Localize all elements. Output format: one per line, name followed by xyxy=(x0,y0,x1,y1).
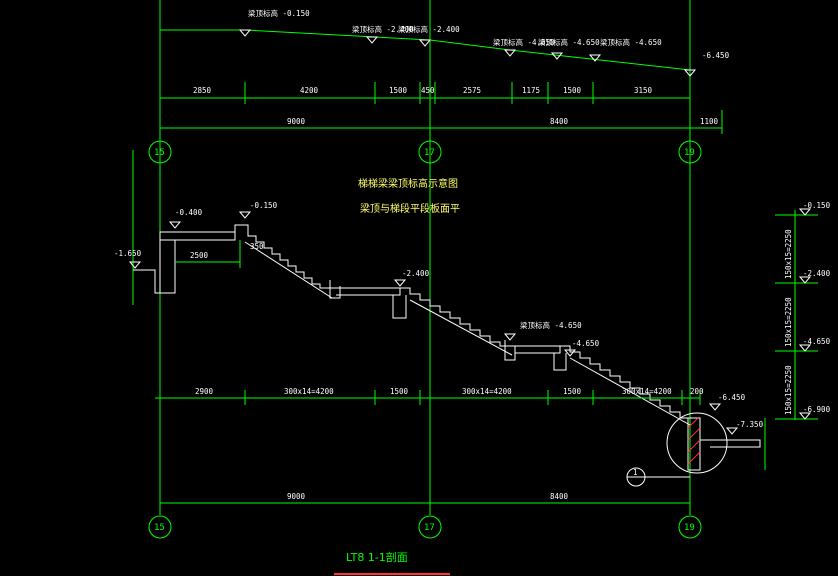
axis-label-bottom-17: 17 xyxy=(424,523,435,533)
bottom-dim-4: 1500 xyxy=(563,387,582,396)
level-end: -6.450 xyxy=(718,393,746,402)
right-dim-0: 150x15=2250 xyxy=(784,229,793,279)
flight-3 xyxy=(560,345,700,419)
top-dim-3: 450 xyxy=(421,86,435,95)
top-level-3: 梁顶标高 -4.650 xyxy=(493,37,555,47)
axis-label-top-17: 17 xyxy=(424,148,435,158)
top-level-4: 梁顶标高 -4.650 xyxy=(538,37,600,47)
mid-beam-2 xyxy=(553,353,567,371)
axis-label-bottom-15: 15 xyxy=(154,523,165,533)
detail-marker-label: 1 xyxy=(633,468,638,477)
bottom-dim-ticks xyxy=(159,390,701,405)
landing-beam xyxy=(159,232,176,294)
top-dim-7: 3150 xyxy=(634,86,653,95)
note-line-2: 梁顶与梯段平段板面平 xyxy=(360,202,460,215)
bottom-dim-6: 200 xyxy=(690,387,704,396)
top-level-markers xyxy=(238,29,697,77)
axis-label-bottom-19: 19 xyxy=(684,523,695,533)
note-line-1: 梯梯梁梁顶标高示意图 xyxy=(358,177,458,190)
mid-landing-2 xyxy=(515,345,561,354)
top-level-5: 梁顶标高 -4.650 xyxy=(600,37,662,47)
section-level-markers xyxy=(128,211,739,435)
bottom-total-0: 9000 xyxy=(287,492,306,501)
top-level-2: 梁顶标高 -2.400 xyxy=(398,24,460,34)
flight-2-support xyxy=(504,340,516,361)
bottom-dim-3: 300x14=4200 xyxy=(462,387,512,396)
end-slab xyxy=(700,439,761,448)
bottom-dim-0: 2900 xyxy=(195,387,214,396)
mid-landing-1 xyxy=(336,287,401,296)
level-landing-left: -0.400 xyxy=(175,208,203,217)
top-level-0: 梁顶标高 -0.150 xyxy=(248,8,310,18)
top-dim-4: 2575 xyxy=(463,86,481,95)
axis-bubble-top-19 xyxy=(678,140,702,164)
bottom-dim-2: 1500 xyxy=(390,387,409,396)
top-level-1: 梁顶标高 -2.400 xyxy=(352,24,414,34)
top-dim-6: 1500 xyxy=(563,86,582,95)
end-wall xyxy=(687,417,701,471)
top-level-6: -6.450 xyxy=(702,51,730,60)
right-dim-2: 150x15=2250 xyxy=(784,365,793,415)
detail-circle xyxy=(666,412,728,474)
bottom-total-1: 8400 xyxy=(550,492,569,501)
level-mid-1: -2.400 xyxy=(402,269,430,278)
level-mid-2: 梁顶标高 -4.650 xyxy=(520,320,582,330)
top-dim-0: 2850 xyxy=(193,86,212,95)
level-mid-3: -4.650 xyxy=(572,339,600,348)
top-dim-1: 4200 xyxy=(300,86,319,95)
right-dim-1: 150x15=2250 xyxy=(784,297,793,347)
right-level-2: -4.650 xyxy=(803,337,831,346)
level-landing-top: -0.150 xyxy=(250,201,278,210)
right-level-3: -6.900 xyxy=(803,405,831,414)
left-wall xyxy=(133,269,160,294)
flight-2 xyxy=(400,287,515,347)
flight-1 xyxy=(234,224,336,289)
top-total-ticks xyxy=(159,110,723,134)
top-dim-2: 1500 xyxy=(389,86,408,95)
axis-bubble-bottom-17 xyxy=(418,515,442,539)
level-far-left: -1.650 xyxy=(114,249,142,258)
bottom-dim-5: 300x14=4200 xyxy=(622,387,672,396)
axis-bubble-bottom-19 xyxy=(678,515,702,539)
axis-bubble-bottom-15 xyxy=(148,515,172,539)
right-level-markers xyxy=(798,208,812,420)
right-level-0: -0.150 xyxy=(803,201,831,210)
right-dim-ticks xyxy=(775,214,818,420)
axis-label-top-19: 19 xyxy=(684,148,695,158)
top-total-0: 9000 xyxy=(287,117,306,126)
top-total-1: 8400 xyxy=(550,117,569,126)
axis-label-top-15: 15 xyxy=(154,148,165,158)
axis-bubble-top-15 xyxy=(148,140,172,164)
drawing-title: LT8 1-1剖面 xyxy=(346,550,408,564)
mid-beam-1 xyxy=(392,295,407,319)
flight-3-soffit xyxy=(569,357,691,426)
top-level-profile xyxy=(160,29,691,71)
step-height-label: 350 xyxy=(250,242,264,251)
landing-width-label: 2500 xyxy=(190,251,209,260)
right-level-1: -2.400 xyxy=(803,269,831,278)
flight-1-support xyxy=(329,280,341,299)
flight-2-soffit xyxy=(409,299,513,356)
end-wall-hatch xyxy=(687,417,701,465)
level-bottom: -7.350 xyxy=(736,420,764,429)
top-dim-ticks xyxy=(159,82,691,104)
top-dim-5: 1175 xyxy=(522,86,540,95)
top-total-2: 1100 xyxy=(700,117,719,126)
axis-bubble-top-17 xyxy=(418,140,442,164)
bottom-dim-1: 300x14=4200 xyxy=(284,387,334,396)
landing-slab xyxy=(159,231,236,241)
flight-1-soffit xyxy=(244,241,333,299)
